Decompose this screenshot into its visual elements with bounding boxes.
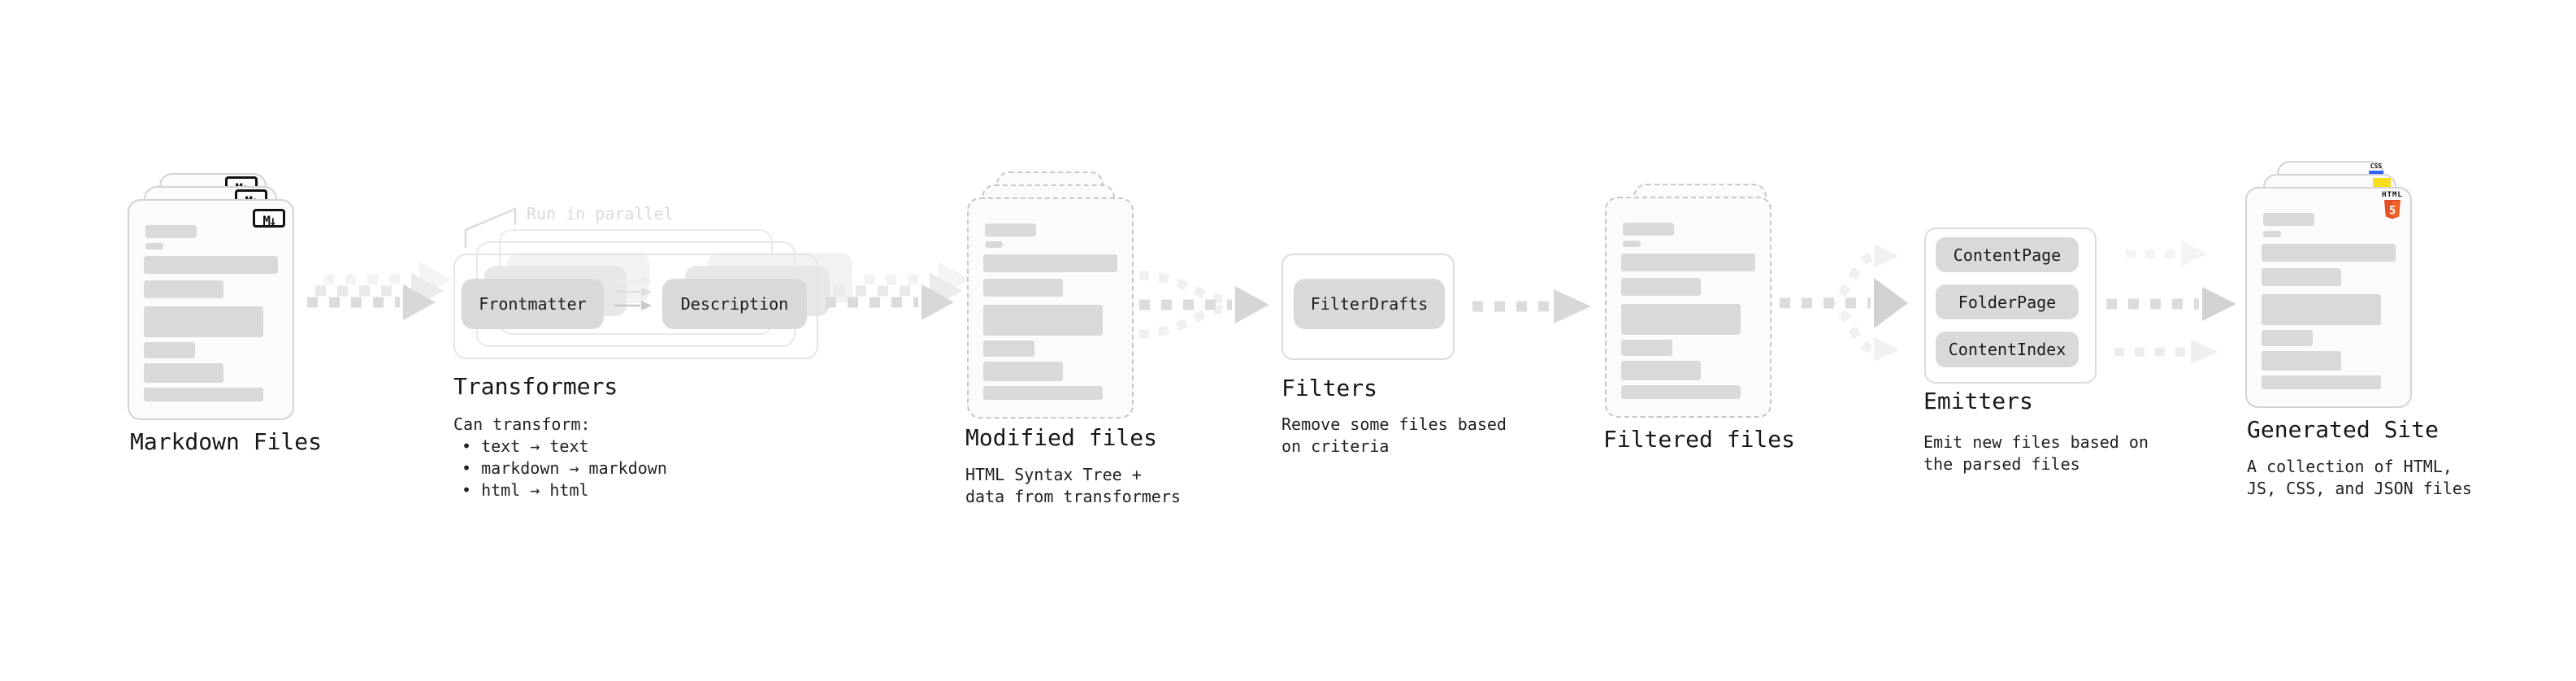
emitters-label: Emitters	[1923, 388, 2033, 414]
description-pill: Description	[662, 279, 807, 329]
generated-site-description: A collection of HTML, JS, CSS, and JSON …	[2247, 457, 2472, 498]
filters-label: Filters	[1281, 375, 1378, 401]
parallel-arrows-icon	[614, 276, 652, 310]
folderpage-pill: FolderPage	[1936, 284, 2079, 319]
modified-files-label: Modified files	[965, 424, 1158, 451]
generated-site-label: Generated Site	[2247, 416, 2439, 443]
modified-doc-front	[967, 197, 1134, 419]
markdown-files-stack: M↓ M↓ M↓	[128, 173, 331, 425]
flow-arrow-stacked-icon	[826, 262, 970, 320]
frontmatter-pill: Frontmatter	[462, 279, 604, 329]
transformers-description: Can transform: • text → text • markdown …	[453, 414, 667, 500]
triple-flow-arrows-icon	[2106, 241, 2236, 364]
js-icon	[2373, 178, 2391, 188]
merge-arrow-icon	[1138, 271, 1269, 339]
flow-arrow-icon	[1472, 289, 1591, 323]
filterdrafts-pill: FilterDrafts	[1294, 279, 1445, 329]
markdown-icon: M↓	[253, 209, 285, 228]
contentpage-pill: ContentPage	[1936, 237, 2079, 272]
split-arrow-icon	[1780, 244, 1908, 362]
generated-doc-front	[2245, 187, 2412, 408]
filters-description: Remove some files based on criteria	[1281, 414, 1507, 456]
flow-arrow-stacked-icon	[307, 262, 452, 320]
run-in-parallel-note: Run in parallel	[527, 204, 674, 223]
modified-files-description: HTML Syntax Tree + data from transformer…	[965, 465, 1181, 506]
filtered-files-stack	[1605, 184, 1808, 427]
transformers-label: Transformers	[453, 373, 618, 400]
markdown-files-label: Markdown Files	[130, 428, 323, 455]
markdown-doc-front: M↓	[128, 199, 294, 420]
filtered-doc-front	[1605, 197, 1772, 418]
transformers-box-front	[453, 254, 818, 359]
generated-site-stack: CSS HTML 5	[2245, 161, 2457, 421]
contentindex-pill: ContentIndex	[1936, 332, 2079, 367]
html5-number: 5	[2389, 205, 2396, 218]
run-in-parallel-callout-line	[464, 207, 517, 248]
filtered-files-label: Filtered files	[1603, 426, 1796, 453]
css3-icon: CSS	[2369, 163, 2383, 174]
modified-files-stack	[967, 171, 1170, 423]
html5-icon: HTML 5	[2382, 191, 2403, 219]
emitters-description: Emit new files based on the parsed files	[1923, 432, 2149, 474]
